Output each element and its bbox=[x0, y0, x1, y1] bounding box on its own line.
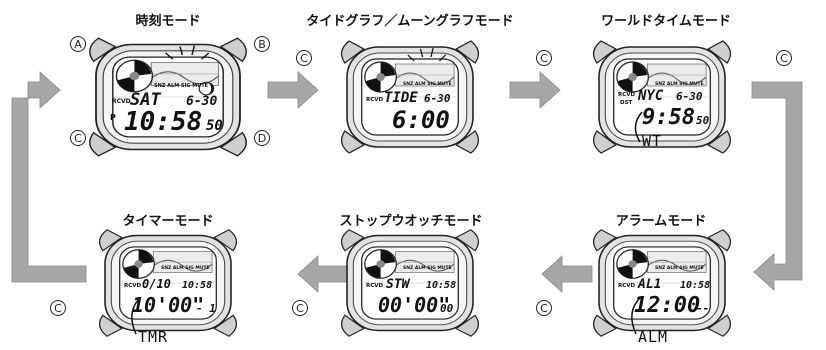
callout-line-wt bbox=[634, 111, 643, 143]
callout-line-tmr bbox=[131, 297, 141, 335]
timer-indicator: - 1 bbox=[196, 302, 216, 315]
rcvd-label-stopwatch: RCVD bbox=[366, 283, 384, 289]
button-c-label: C bbox=[70, 130, 86, 146]
tide-label: TIDE bbox=[384, 90, 418, 106]
flow-arrows bbox=[11, 71, 803, 293]
transition-c-timer-to-time: C bbox=[50, 300, 66, 316]
seconds-display-world: 50 bbox=[696, 114, 710, 127]
alarm-number: AL1 bbox=[637, 277, 661, 292]
transition-c-tide-to-world: C bbox=[536, 50, 552, 66]
mode-title-tide: タイドグラフ／ムーングラフモード bbox=[306, 14, 514, 29]
mode-title-timekeeping: 時刻モード bbox=[135, 14, 201, 29]
mode-title-alarm: アラームモード bbox=[615, 214, 707, 229]
seconds-display-time: 50 bbox=[206, 118, 223, 134]
day-display-time: SAT bbox=[130, 90, 161, 110]
callout-alm: ALM bbox=[638, 328, 669, 346]
mode-title-world-time: ワールドタイムモード bbox=[601, 14, 731, 29]
transition-c-alarm-to-stopwatch: C bbox=[536, 300, 552, 316]
time-display-tide: 6:00 bbox=[392, 106, 450, 134]
time-display-world: 9:58 bbox=[642, 105, 695, 130]
rcvd-label-time: RCVD bbox=[112, 98, 131, 105]
timer-repeat-count: 0/10 bbox=[142, 277, 171, 291]
watch-tide bbox=[340, 40, 480, 154]
button-a-label: A bbox=[70, 36, 86, 52]
countdown-display: 10'00" bbox=[132, 293, 204, 317]
date-display-tide: 6-30 bbox=[424, 92, 451, 105]
city-code-world: NYC bbox=[637, 88, 664, 104]
current-time-timer: 10:58 bbox=[182, 280, 212, 291]
transition-c-time-to-tide: C bbox=[296, 50, 312, 66]
arrow-stopwatch-to-timer bbox=[297, 255, 349, 293]
indicator-row-time: SNZ ALM SIG MUTE bbox=[154, 83, 209, 89]
watch-stopwatch bbox=[340, 229, 480, 337]
mode-title-timer: タイマーモード bbox=[122, 214, 214, 229]
indicator-row-world: SNZ ALM SIG MUTE bbox=[655, 81, 704, 87]
callout-wt: WT bbox=[642, 132, 663, 150]
rcvd-label-timer: RCVD bbox=[124, 283, 142, 289]
alarm-time-display: 12:00 bbox=[634, 293, 700, 318]
transition-c-stopwatch-to-timer: C bbox=[292, 300, 308, 316]
button-b-label: B bbox=[254, 36, 270, 52]
dst-label-world: DST bbox=[620, 100, 633, 106]
arrow-tide-to-world bbox=[509, 71, 561, 109]
seconds-display-alarm: -- bbox=[696, 302, 709, 315]
arrow-world-to-alarm bbox=[751, 81, 803, 291]
indicator-row-stopwatch: SNZ ALM SIG MUTE bbox=[403, 265, 452, 271]
mode-title-stopwatch: ストップウオッチモード bbox=[339, 214, 483, 229]
rcvd-label-tide: RCVD bbox=[366, 97, 384, 103]
time-display-main: 10:58 bbox=[124, 107, 202, 137]
elapsed-time-display: 00'00" bbox=[378, 293, 450, 317]
rcvd-label-alarm: RCVD bbox=[618, 283, 636, 289]
current-time-stopwatch: 10:58 bbox=[426, 280, 456, 291]
callout-line-alm bbox=[631, 297, 641, 335]
current-time-alarm: 10:58 bbox=[680, 280, 710, 291]
arrow-timer-to-time bbox=[11, 71, 87, 283]
indicator-row-alarm: SNZ ALM SIG MUTE bbox=[655, 265, 704, 271]
arrow-alarm-to-stopwatch bbox=[541, 255, 593, 293]
callout-tmr: TMR bbox=[138, 328, 169, 346]
indicator-row-timer: SNZ ALM SIG MUTE bbox=[161, 265, 210, 271]
date-display-world: 6-30 bbox=[676, 90, 703, 103]
indicator-row-tide: SNZ ALM SIG MUTE bbox=[403, 81, 452, 87]
rcvd-label-world: RCVD bbox=[618, 92, 636, 98]
pm-indicator: P bbox=[110, 113, 116, 122]
watch-timekeeping bbox=[88, 37, 248, 157]
stopwatch-label: STW bbox=[386, 277, 411, 292]
date-display-time: 6-30 bbox=[186, 94, 217, 109]
arrow-time-to-tide bbox=[267, 71, 319, 109]
hundredths-display: 00 bbox=[440, 302, 454, 315]
button-d-label: D bbox=[254, 130, 270, 146]
transition-c-world-to-alarm: C bbox=[776, 50, 792, 66]
